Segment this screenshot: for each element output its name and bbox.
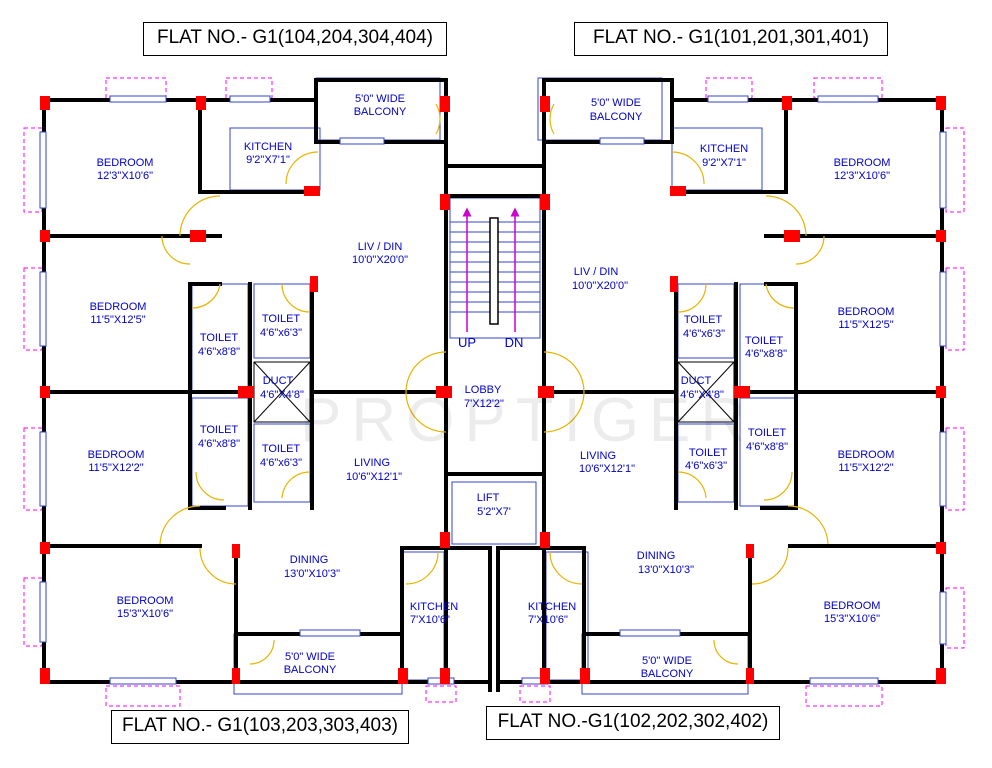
stair-down-label: DN <box>505 335 524 350</box>
room-size-tr-bedroom-1: 12'3"X10'6" <box>834 170 890 182</box>
room-name-br-bedroom-1: BEDROOM <box>838 449 895 461</box>
room-name-bl-toilet-1: TOILET <box>200 424 239 436</box>
room-size-tl-kitchen: 9'2"X7'1" <box>246 154 290 166</box>
room-name-tl-balcony: 5'0" WIDE <box>355 93 405 105</box>
room-name-tr-bedroom-2: BEDROOM <box>838 306 895 318</box>
room-name-tr-duct: DUCT <box>681 375 712 387</box>
room-name-tl-bedroom-2: BEDROOM <box>90 301 147 313</box>
room-name-bl-kitchen: KITCHEN <box>410 601 458 613</box>
room-name-tr-livdin: LIV / DIN <box>574 266 619 278</box>
room-size-tl-balcony: BALCONY <box>354 106 407 118</box>
room-size-bl-balcony: BALCONY <box>284 664 337 676</box>
room-labels: 5'0" WIDE BALCONY KITCHEN 9'2"X7'1" BEDR… <box>88 93 895 680</box>
room-name-bl-living: LIVING <box>354 457 390 469</box>
room-size-br-bedroom-2: 15'3"X10'6" <box>824 613 880 625</box>
room-size-tr-bedroom-2: 11'5"X12'5" <box>838 319 893 331</box>
room-name-tr-toilet-1: TOILET <box>684 314 723 326</box>
room-size-tl-bedroom-1: 12'3"X10'6" <box>97 170 153 182</box>
room-name-br-balcony: 5'0" WIDE <box>642 655 692 667</box>
room-size-bl-bedroom-1: 11'5"X12'2" <box>88 462 143 474</box>
room-name-tl-kitchen: KITCHEN <box>244 141 292 153</box>
flat-label-bottom-right: FLAT NO.-G1(102,202,302,402) <box>486 706 780 740</box>
window-projections <box>23 77 965 707</box>
room-size-tr-toilet-2: 4'6"x8'8" <box>745 348 787 360</box>
room-name-tr-toilet-2: TOILET <box>745 335 784 347</box>
room-name-bl-dining: DINING <box>290 554 329 566</box>
room-name-br-kitchen: KITCHEN <box>528 601 576 613</box>
flat-label-bottom-left: FLAT NO.- G1(103,203,303,403) <box>111 710 409 744</box>
room-size-br-bedroom-1: 11'5"X12'2" <box>838 462 893 474</box>
room-size-bl-dining: 13'0"X10'3" <box>284 568 340 580</box>
room-name-tl-toilet-2: TOILET <box>262 313 301 325</box>
room-size-tl-livdin: 10'0"X20'0" <box>352 254 408 266</box>
room-name-bl-bedroom-2: BEDROOM <box>117 595 174 607</box>
door-swings <box>159 103 829 665</box>
room-name-br-dining: DINING <box>637 550 676 562</box>
room-name-tl-toilet-1: TOILET <box>200 332 239 344</box>
room-name-br-toilet-1: TOILET <box>689 447 728 459</box>
room-name-tr-balcony: 5'0" WIDE <box>591 97 641 109</box>
room-name-tl-duct: DUCT <box>263 375 294 387</box>
room-size-br-balcony: BALCONY <box>641 668 694 680</box>
room-name-br-bedroom-2: BEDROOM <box>824 600 881 612</box>
room-size-br-dining: 13'0"X10'3" <box>638 564 694 576</box>
room-size-tl-toilet-1: 4'6"x8'8" <box>198 346 240 358</box>
room-size-lobby: 7'X12'2" <box>464 398 504 410</box>
room-size-bl-living: 10'6"X12'1" <box>346 471 402 483</box>
columns <box>40 96 946 684</box>
room-size-tr-kitchen: 9'2"X7'1" <box>702 157 746 169</box>
room-name-tr-bedroom-1: BEDROOM <box>834 157 891 169</box>
room-name-br-toilet-2: TOILET <box>748 427 787 439</box>
room-size-tr-toilet-1: 4'6"x6'3" <box>683 328 725 340</box>
room-size-bl-toilet-1: 4'6"x8'8" <box>198 438 240 450</box>
room-size-br-living: 10'6"X12'1" <box>579 463 635 475</box>
room-name-tr-kitchen: KITCHEN <box>700 143 748 155</box>
flat-label-top-left: FLAT NO.- G1(104,204,304,404) <box>143 22 447 56</box>
room-size-bl-toilet-2: 4'6"x6'3" <box>260 457 302 469</box>
room-name-tl-livdin: LIV / DIN <box>358 241 403 253</box>
room-size-br-kitchen: 7'X10'6" <box>528 614 568 626</box>
room-name-bl-bedroom-1: BEDROOM <box>88 449 145 461</box>
stair-up-label: UP <box>458 335 476 350</box>
room-size-br-toilet-1: 4'6"x6'3" <box>685 460 727 472</box>
room-size-lift: 5'2"X7' <box>477 506 511 518</box>
room-name-br-living: LIVING <box>580 450 616 462</box>
staircase <box>450 217 540 325</box>
room-name-tl-bedroom-1: BEDROOM <box>97 157 154 169</box>
room-size-tl-duct: 4'6"X4'8" <box>260 389 304 401</box>
room-name-lobby: LOBBY <box>465 384 502 396</box>
room-name-bl-balcony: 5'0" WIDE <box>285 651 335 663</box>
room-size-bl-bedroom-2: 15'3"X10'6" <box>117 608 173 620</box>
room-size-bl-kitchen: 7'X10'6" <box>410 614 450 626</box>
flat-label-top-right: FLAT NO.- G1(101,201,301,401) <box>574 22 888 56</box>
room-size-tl-bedroom-2: 11'5"X12'5" <box>90 314 145 326</box>
windows <box>39 95 947 685</box>
room-size-tr-livdin: 10'0"X20'0" <box>572 280 628 292</box>
watermark: PROPTIGER <box>300 386 756 455</box>
room-size-tr-duct: 4'6"X4'8" <box>680 389 724 401</box>
stair-labels: UP DN <box>458 335 523 350</box>
room-name-lift: LIFT <box>477 492 500 504</box>
room-name-bl-toilet-2: TOILET <box>262 443 301 455</box>
stair-arrows <box>462 207 520 332</box>
ducts <box>253 361 735 423</box>
room-size-tr-balcony: BALCONY <box>590 111 643 123</box>
room-size-br-toilet-2: 4'6"x8'8" <box>746 441 788 453</box>
room-size-tl-toilet-2: 4'6"x6'3" <box>260 327 302 339</box>
